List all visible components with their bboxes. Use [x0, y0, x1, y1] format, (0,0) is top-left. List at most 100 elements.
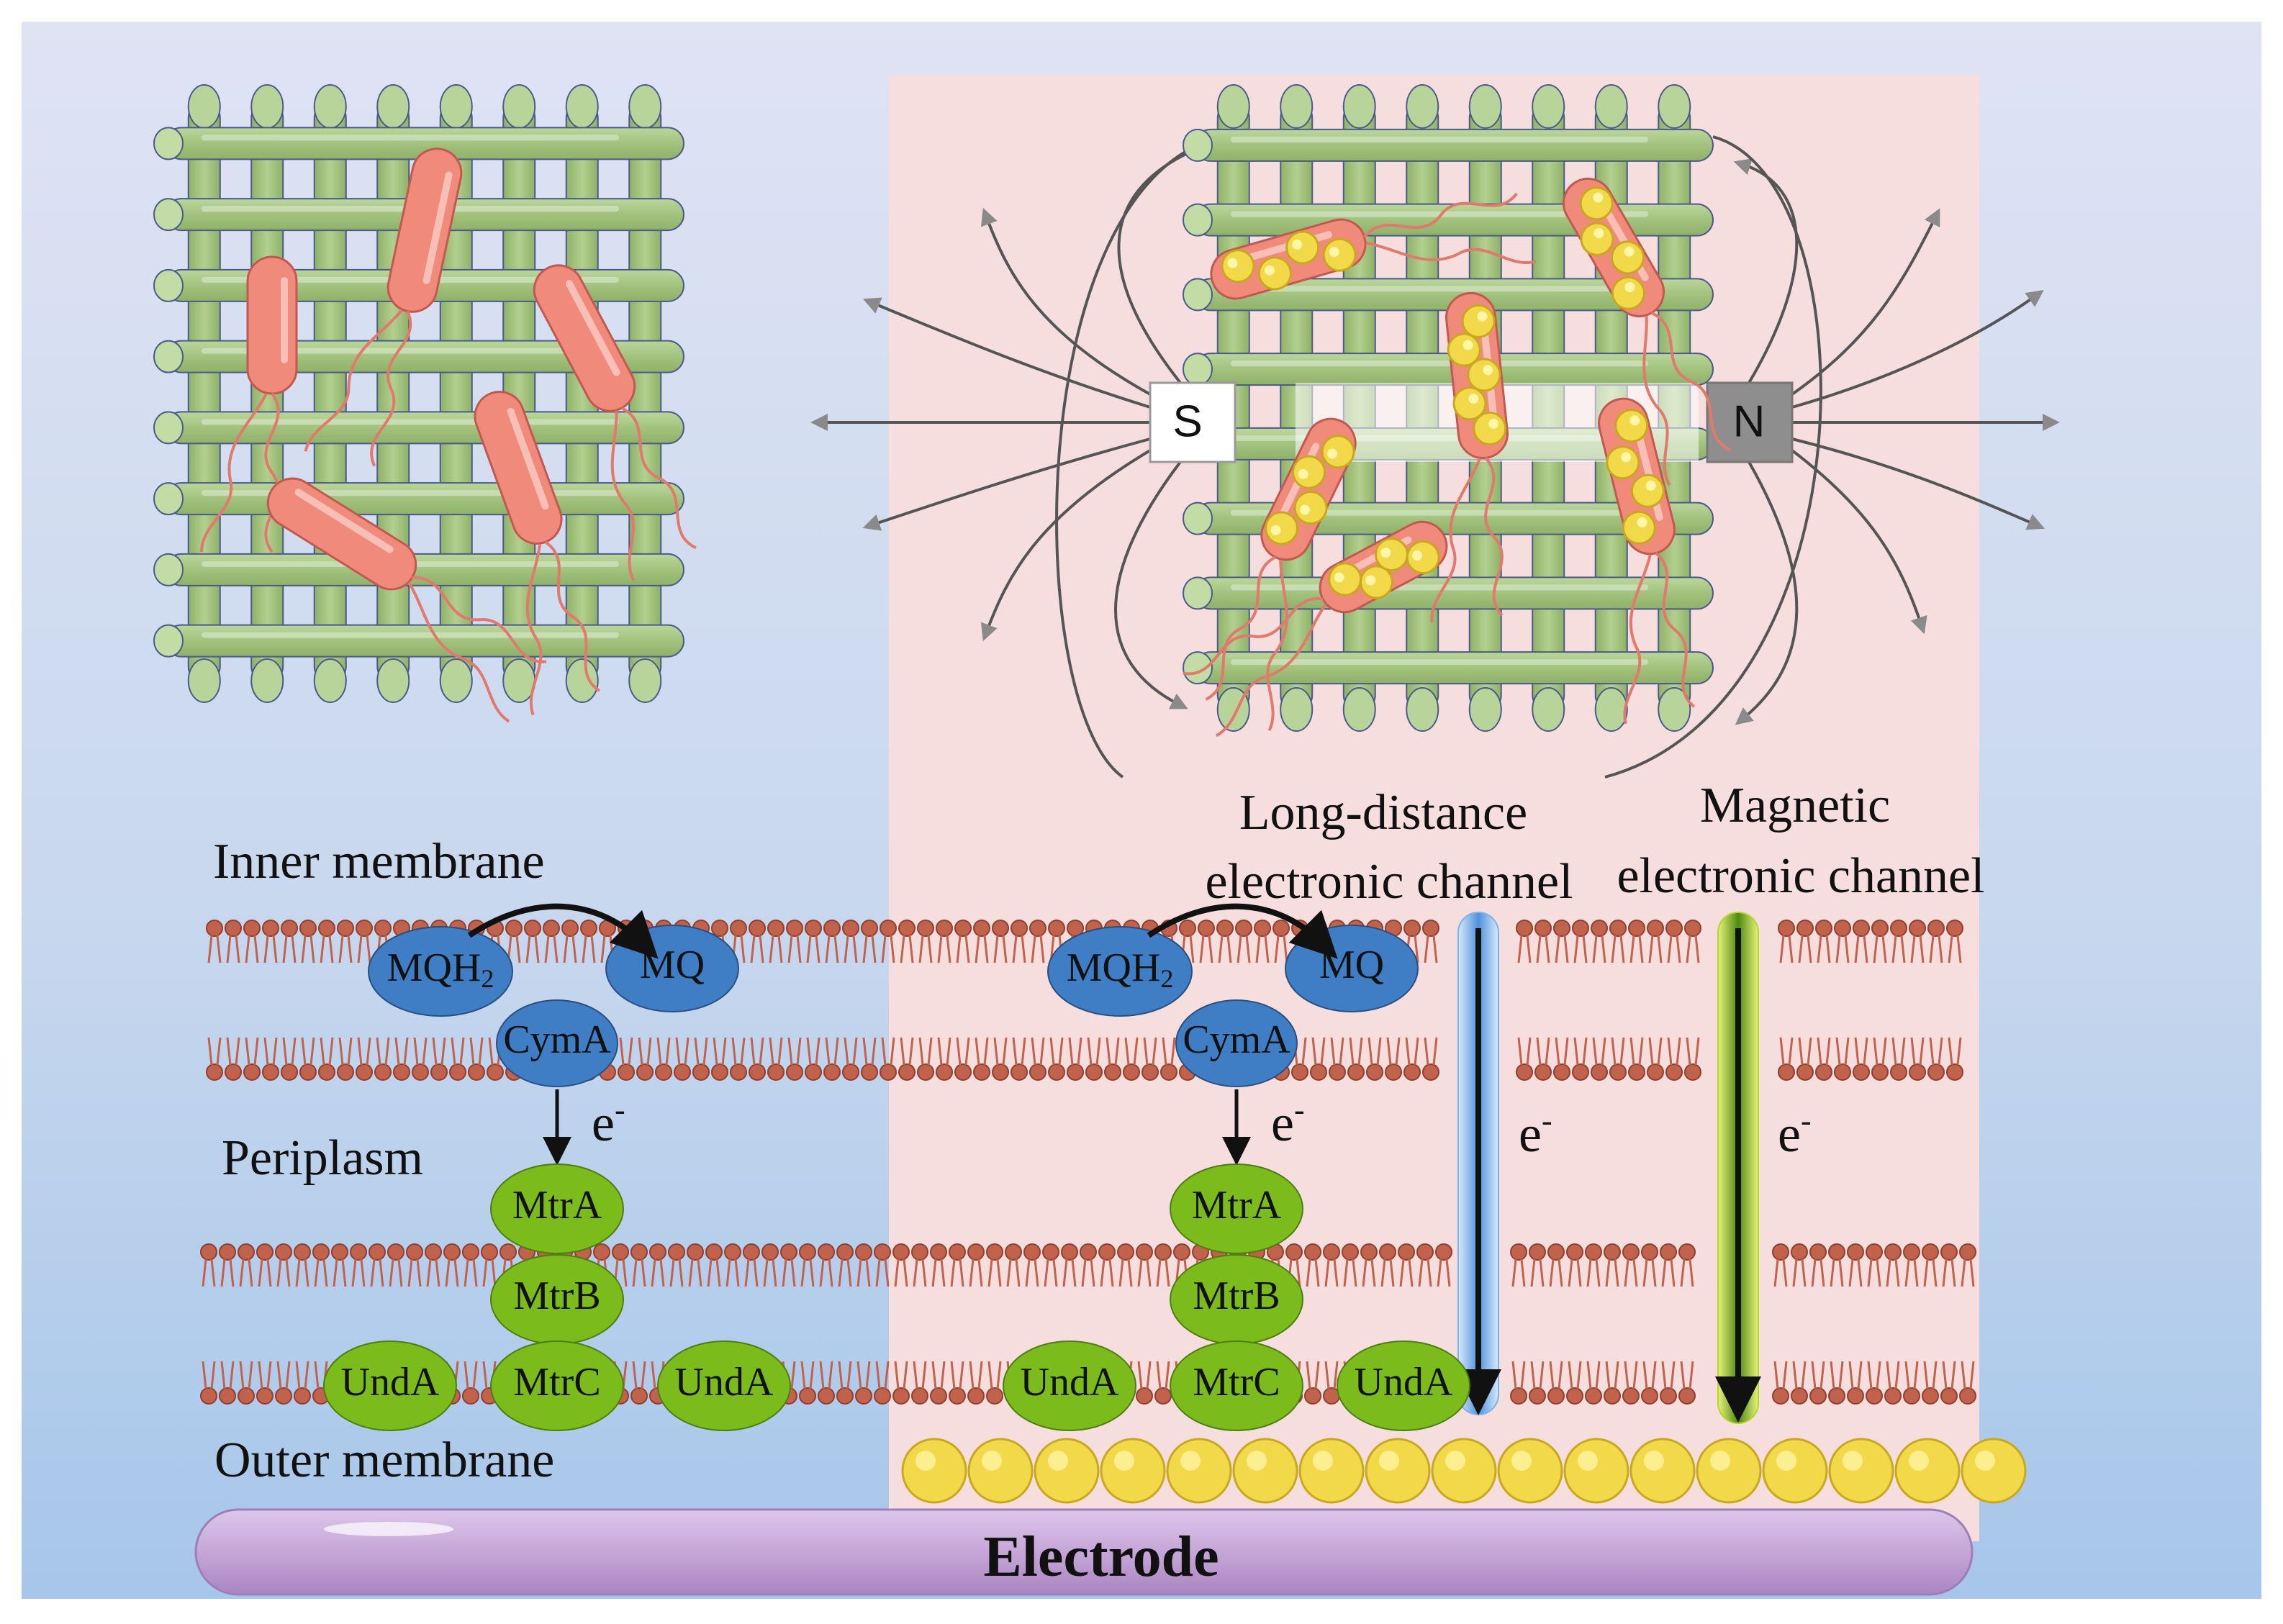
bacterium-highlight	[565, 280, 620, 376]
unda-protein-right-label: UndA	[1355, 1360, 1453, 1405]
inner-membrane-label: Inner membrane	[213, 834, 545, 889]
magnetosome-highlight	[1629, 415, 1640, 426]
lipid-head	[219, 1387, 236, 1405]
scaffold-fibre-end	[502, 84, 536, 129]
bacterium	[1205, 417, 1357, 731]
magnet-south-pole	[1149, 381, 1237, 463]
lipid-head	[1647, 920, 1664, 937]
lipid-head	[1529, 1387, 1546, 1405]
lipid-head	[1516, 1063, 1533, 1081]
lipid-head	[1529, 1243, 1546, 1261]
lipid-head	[1510, 1243, 1527, 1261]
magnetosome	[1359, 565, 1393, 599]
lipid-tail	[376, 1037, 390, 1066]
lipid-head	[1678, 1243, 1696, 1261]
lipid-tail	[825, 935, 839, 963]
reaction-arrow	[1147, 903, 1338, 959]
lipid-head	[1572, 920, 1589, 937]
lipid-head	[1609, 1063, 1627, 1081]
lipid-head	[842, 1063, 859, 1081]
lipid-tail	[1605, 1258, 1619, 1287]
lipid-head	[1772, 1243, 1789, 1261]
lipid-tail	[207, 935, 222, 963]
lipid-tail	[769, 935, 783, 963]
scaffold-highlight	[1231, 509, 1648, 516]
lipid-head	[1604, 1243, 1621, 1261]
lipid-tail	[276, 1361, 291, 1389]
lipid-tail	[825, 1037, 839, 1066]
bacterium-body	[246, 255, 298, 395]
electrode-highlight	[324, 1522, 453, 1536]
lipid-head	[1890, 920, 1907, 937]
lipid-head	[1342, 1243, 1359, 1261]
magnetosome	[1606, 445, 1640, 480]
magnet-north-label: N	[1733, 396, 1766, 446]
lipid-tail	[1343, 1258, 1357, 1287]
magnetosome-highlight	[916, 1451, 936, 1471]
lipid-tail	[1031, 935, 1045, 963]
lipid-tail	[969, 1361, 983, 1389]
lipid-head	[1085, 1063, 1103, 1081]
lipid-head	[1853, 1063, 1870, 1081]
mtra-protein-label: MtrA	[1192, 1183, 1282, 1228]
mqh2-protein-text: MQH	[387, 945, 482, 990]
lipid-tail	[220, 1258, 235, 1287]
lipid-tail	[1867, 1258, 1881, 1287]
lipid-head	[1678, 1387, 1696, 1405]
lipid-head	[1510, 1387, 1527, 1405]
bacterium-flagellum	[1484, 457, 1504, 617]
lipid-head	[836, 1243, 854, 1261]
scaffold-fibre-end	[1594, 84, 1628, 129]
unda-protein-left	[323, 1341, 457, 1431]
lipid-tail	[956, 935, 970, 963]
lipid-tail	[1873, 1037, 1887, 1066]
lipid-tail	[987, 1258, 1002, 1287]
lipid-tail	[1274, 935, 1288, 963]
lipid-tail	[993, 1037, 1008, 1066]
field-line	[1735, 461, 1799, 725]
bacterium-body	[386, 148, 463, 313]
magnetosome-highlight	[1483, 365, 1493, 376]
lipid-tail	[838, 1361, 852, 1389]
bacterium-flagellum	[1205, 555, 1276, 701]
lipid-tail	[619, 1037, 633, 1066]
lipid-head	[462, 1387, 479, 1405]
lipid-tail	[1386, 1037, 1401, 1066]
magnetosome	[1894, 1438, 1961, 1504]
scaffold-fibre-end	[1342, 687, 1376, 732]
lipid-head	[318, 1063, 335, 1081]
lipid-head	[1061, 1243, 1078, 1261]
lipid-head	[1067, 1063, 1084, 1081]
lipid-tail	[1306, 1258, 1320, 1287]
lipid-head	[880, 920, 897, 937]
lipid-tail	[993, 935, 1008, 963]
lipid-head	[281, 920, 298, 937]
lipid-tail	[931, 1258, 946, 1287]
lipid-tail	[1162, 1037, 1176, 1066]
lipid-tail	[1517, 1037, 1532, 1066]
magnetosome	[1221, 249, 1255, 283]
scaffold-fibre-end	[153, 553, 184, 586]
lipid-tail	[301, 935, 315, 963]
lipid-tail	[1848, 1258, 1863, 1287]
lipid-head	[874, 1243, 891, 1261]
lipid-head	[1909, 1063, 1926, 1081]
bacterium-flagellum	[1183, 597, 1324, 676]
magnetosome-highlight	[1776, 1451, 1796, 1471]
lipid-head	[1011, 1063, 1028, 1081]
bacterium-body	[266, 477, 417, 591]
lipid-tail	[1667, 1037, 1681, 1066]
lipid-tail	[301, 1037, 315, 1066]
lipid-head	[412, 1063, 429, 1081]
lipid-tail	[1586, 1361, 1601, 1389]
scaffold-fibre-horizontal	[1194, 128, 1714, 162]
scaffold-fibre-vertical	[502, 101, 536, 683]
magnetosome-highlight	[1313, 1451, 1333, 1471]
lipid-head	[1379, 1243, 1396, 1261]
lipid-head	[967, 1243, 985, 1261]
lipid-tail	[1549, 1361, 1563, 1389]
lipid-head	[1778, 1063, 1795, 1081]
bacterium-flagellum	[1215, 603, 1327, 738]
lipid-tail	[881, 1037, 895, 1066]
lipid-tail	[1961, 1361, 1975, 1389]
